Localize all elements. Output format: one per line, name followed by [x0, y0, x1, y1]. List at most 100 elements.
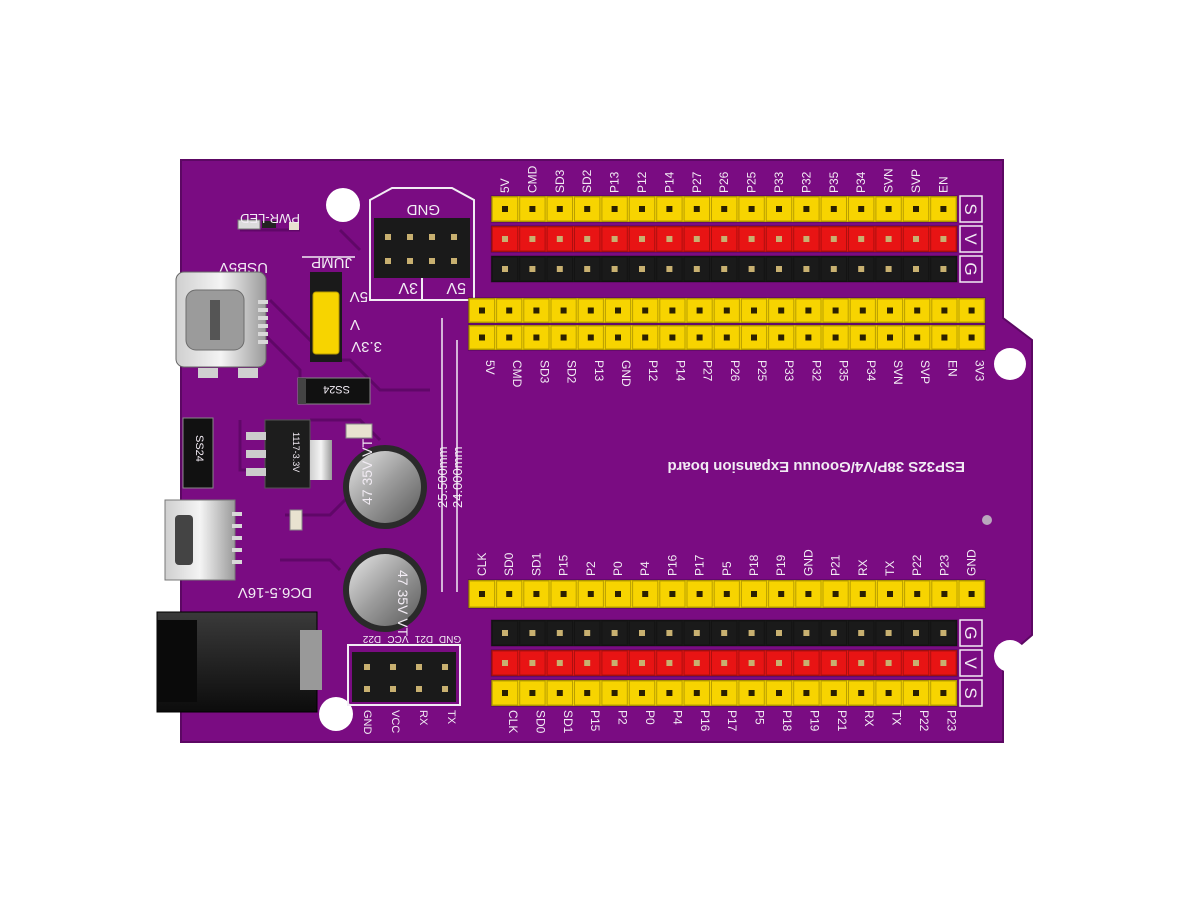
header-pin-cell [601, 226, 628, 252]
header-pin [506, 591, 513, 597]
header-pin [913, 266, 919, 272]
header-pin [556, 266, 563, 272]
header-pin-cell [930, 650, 957, 676]
header-pin [941, 591, 948, 597]
header-pin [830, 206, 837, 212]
gnd-header-pin [429, 258, 435, 264]
header-pin-cell [656, 226, 683, 252]
header-pin-cell [550, 325, 577, 350]
header-pin-cell [496, 325, 523, 350]
header-pin-cell [765, 650, 793, 676]
pin-label: P18 [747, 554, 761, 576]
header-pin-cell [659, 298, 686, 323]
uart-pin-label: VCC [387, 633, 408, 644]
header-pin [858, 206, 865, 212]
pin-label: P14 [662, 171, 676, 193]
header-pin-cell [683, 620, 710, 646]
header-pin [748, 630, 755, 636]
header-pin-cell [876, 298, 904, 323]
header-pin-cell [795, 580, 822, 608]
header-pin [693, 690, 700, 696]
header-pin-cell [574, 226, 601, 252]
header-pin-cell [902, 620, 930, 646]
pin-label: P27 [701, 360, 715, 382]
header-pin [721, 690, 728, 696]
bottom-vcc-row [490, 649, 958, 677]
header-pin [776, 266, 782, 272]
header-pin-cell [546, 226, 573, 252]
uart-header [352, 652, 456, 702]
header-pin-cell [519, 680, 546, 706]
header-pin [693, 206, 700, 212]
header-pin-cell [628, 620, 656, 646]
header-pin-cell [523, 325, 550, 350]
header-pin-cell [931, 298, 958, 323]
rail-label-box [959, 619, 983, 647]
header-pin-cell [632, 298, 659, 323]
header-pin-cell [765, 256, 793, 282]
header-pin [968, 591, 975, 597]
header-pin-cell [765, 226, 793, 252]
header-pin [914, 591, 921, 597]
pin-label: P34 [864, 360, 878, 382]
header-pin [556, 236, 563, 242]
header-pin [805, 334, 812, 341]
header-pin [560, 591, 567, 597]
header-pin-cell [711, 196, 738, 222]
header-pin [696, 307, 703, 314]
header-pin [639, 660, 645, 666]
header-pin-cell [875, 196, 902, 222]
diode-band [298, 378, 306, 404]
header-pin [611, 206, 618, 212]
header-pin [556, 206, 563, 212]
pin-label: P35 [837, 360, 851, 382]
header-pin-cell [793, 620, 820, 646]
header-pin-cell [546, 620, 573, 646]
pin-label: P23 [937, 554, 951, 576]
header-pin-cell [930, 620, 957, 646]
header-pin [587, 591, 594, 597]
rail-label: V [961, 657, 980, 669]
header-pin-cell [930, 196, 957, 222]
header-pin [751, 334, 757, 341]
header-pin-cell [875, 650, 902, 676]
header-pin [693, 266, 700, 272]
gnd-header-pin [451, 258, 457, 264]
pin-label: P19 [774, 554, 788, 576]
header-pin [721, 630, 728, 636]
header-pin-cell [902, 680, 930, 706]
via [982, 515, 992, 525]
gnd-header-label: GND [407, 201, 441, 218]
header-pin-cell [601, 256, 628, 282]
jumper-cap[interactable] [312, 291, 340, 355]
pin-label: 3V3 [973, 360, 987, 382]
capacitor-2: 47 35V VT [343, 548, 427, 637]
gnd-header-pin [385, 258, 391, 264]
header-pin-cell [519, 650, 546, 676]
pwr-led-resistor [262, 221, 276, 228]
header-pin-cell [711, 256, 738, 282]
header-pin-cell [875, 226, 902, 252]
header-pin-cell [820, 650, 847, 676]
header-pin [693, 660, 700, 666]
pin-label: SD1 [561, 710, 575, 734]
header-pin-cell [848, 196, 875, 222]
rail-label-box [959, 255, 983, 283]
pin-label: P12 [646, 360, 660, 382]
pin-label: P25 [755, 360, 769, 382]
header-pin [642, 591, 649, 597]
pin-label: SVN [882, 168, 896, 193]
header-pin [639, 206, 645, 212]
header-pin-cell [820, 196, 847, 222]
header-pin [696, 591, 703, 597]
header-pin [506, 334, 513, 341]
header-pin-cell [822, 580, 849, 608]
header-pin-cell [491, 196, 519, 222]
svg-text:47 35V VT: 47 35V VT [359, 438, 375, 505]
header-pin [723, 307, 730, 314]
header-pin-cell [768, 325, 795, 350]
header-pin [721, 266, 728, 272]
header-pin-cell [793, 256, 820, 282]
header-pin [778, 307, 785, 314]
pin-label: SD3 [537, 360, 551, 384]
